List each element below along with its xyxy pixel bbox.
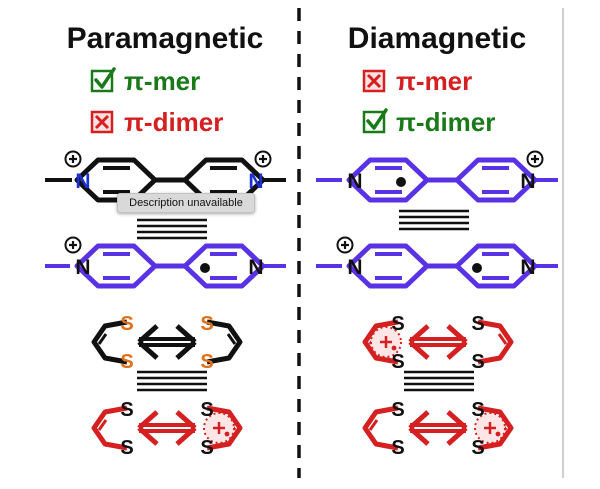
- nitrogen-label: N: [75, 256, 90, 279]
- radical-dot: [472, 263, 482, 273]
- nitrogen-label: N: [520, 170, 535, 193]
- sulfur-label: S: [391, 399, 404, 421]
- ttf-radical-left: S S S S: [94, 399, 240, 459]
- sulfur-label: S: [200, 313, 213, 335]
- legend-label: π-dimer: [396, 107, 495, 137]
- positive-charge-icon: [336, 236, 354, 254]
- sulfur-label: S: [120, 437, 133, 459]
- pi-stacking-lines: [402, 370, 476, 392]
- viologen-top-right: N N: [316, 150, 558, 201]
- header-diamagnetic: Diamagnetic: [348, 22, 526, 55]
- nitrogen-label: N: [248, 256, 263, 279]
- sulfur-label: S: [471, 351, 484, 373]
- viologen-top-left: N N: [45, 150, 286, 201]
- sulfur-label: S: [200, 399, 213, 421]
- sulfur-label: S: [120, 313, 133, 335]
- legend-label: π-mer: [124, 66, 200, 96]
- positive-charge-icon: [526, 150, 544, 168]
- legend-label: π-dimer: [124, 107, 223, 137]
- pi-stacking-lines: [397, 209, 471, 231]
- cross-box-icon: [90, 110, 114, 134]
- ttf-radical-right-top: S S S S: [365, 313, 511, 373]
- nitrogen-label: N: [75, 170, 90, 193]
- sulfur-label: S: [471, 399, 484, 421]
- legend-left-pimer: π-mer: [90, 66, 200, 96]
- sulfur-label: S: [200, 351, 213, 373]
- nitrogen-label: N: [248, 170, 263, 193]
- legend-right-pidimer: π-dimer: [362, 107, 495, 137]
- radical-dot: [200, 263, 210, 273]
- viologen-bottom-right: N N: [316, 236, 558, 287]
- pi-stacking-lines: [135, 370, 209, 392]
- legend-label: π-mer: [396, 66, 472, 96]
- checkmark-icon: [90, 67, 116, 93]
- ttf-radical-right-bottom: S S S S: [365, 399, 511, 459]
- legend-left-pidimer: π-dimer: [90, 107, 223, 137]
- positive-charge-icon: [64, 236, 82, 254]
- header-paramagnetic: Paramagnetic: [67, 22, 264, 55]
- cross-box-icon: [362, 69, 386, 93]
- tooltip: Description unavailable: [117, 193, 255, 213]
- sulfur-label: S: [120, 399, 133, 421]
- ttf-neutral-left: S S S S: [94, 313, 240, 373]
- sulfur-label: S: [471, 313, 484, 335]
- nitrogen-label: N: [347, 256, 362, 279]
- pi-stacking-lines: [135, 218, 209, 240]
- sulfur-label: S: [391, 313, 404, 335]
- nitrogen-label: N: [347, 170, 362, 193]
- positive-charge-icon: [64, 150, 82, 168]
- sulfur-label: S: [120, 351, 133, 373]
- viologen-bottom-left: N N: [45, 236, 286, 287]
- radical-dot: [396, 177, 406, 187]
- nitrogen-label: N: [520, 256, 535, 279]
- sulfur-label: S: [391, 437, 404, 459]
- legend-right-pimer: π-mer: [362, 66, 472, 96]
- sulfur-label: S: [200, 437, 213, 459]
- checkmark-icon: [362, 108, 388, 134]
- sulfur-label: S: [471, 437, 484, 459]
- sulfur-label: S: [391, 351, 404, 373]
- positive-charge-icon: [254, 150, 272, 168]
